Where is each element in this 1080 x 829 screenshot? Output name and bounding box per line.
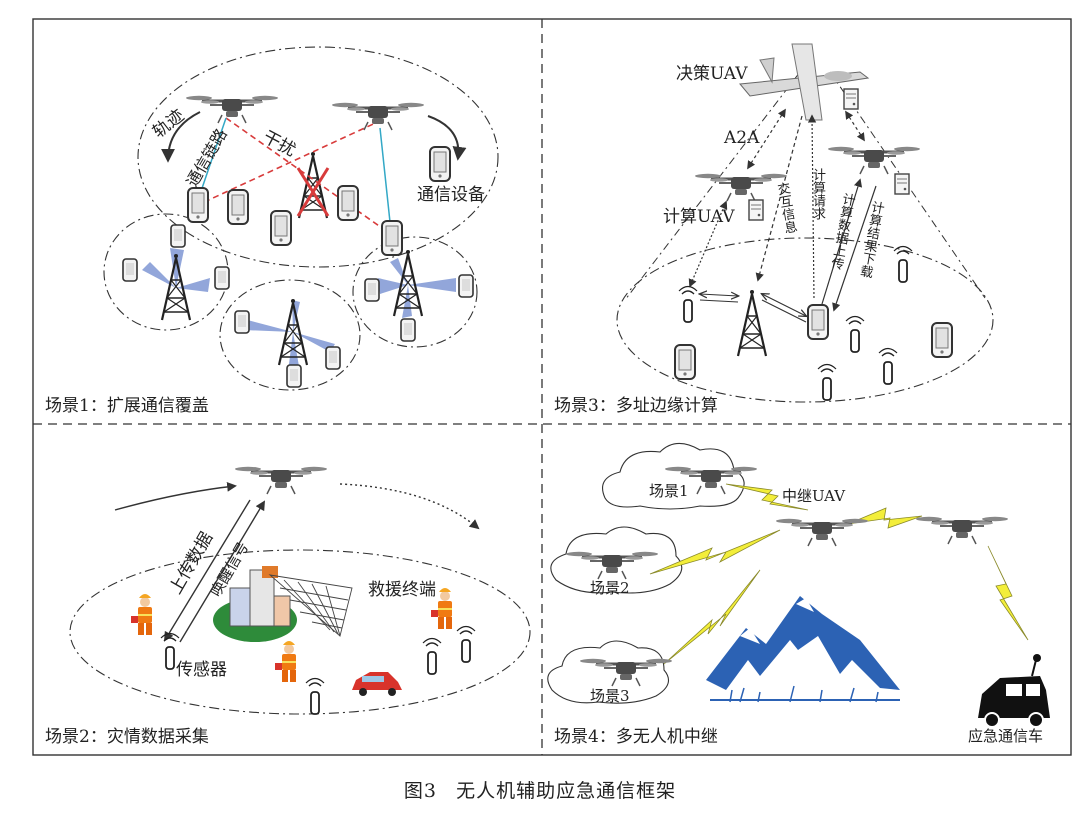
device-1 <box>187 187 209 223</box>
edge-coverage <box>616 237 994 403</box>
compute-uav-right <box>826 145 922 176</box>
mountains <box>706 596 900 703</box>
relay-uav-2 <box>914 515 1010 546</box>
interference-lines <box>199 117 383 229</box>
device-15 <box>400 318 416 342</box>
label-scene3: 场景3 <box>590 687 630 705</box>
panel-4-title: 场景4：多无人机中继 <box>554 727 718 747</box>
relay-uav-1 <box>774 517 870 548</box>
device-7 <box>170 224 186 248</box>
ground-link-2b <box>761 299 807 323</box>
drone-p1-left <box>184 94 280 125</box>
edge-device-3 <box>931 322 953 358</box>
device-3 <box>270 210 292 246</box>
result-download-arrow <box>832 185 877 312</box>
label-relay-uav: 中继UAV <box>782 487 846 505</box>
coverage-mesh <box>268 574 353 637</box>
ground-node-4 <box>878 347 898 385</box>
rescuer-1 <box>131 594 152 635</box>
figure-title: 无人机辅助应急通信框架 <box>456 780 677 802</box>
cloud-scene3 <box>547 640 670 704</box>
collection-area <box>69 549 531 715</box>
trajectory-arrow-right <box>427 115 467 161</box>
label-compute-uav: 计算UAV <box>663 207 735 227</box>
decision-server <box>843 88 859 110</box>
upload-data-arrow-up <box>179 500 266 643</box>
rescuer-2 <box>275 641 296 682</box>
panel-2 <box>69 465 531 715</box>
label-a2a: A2A <box>724 128 760 148</box>
panel-1 <box>103 46 499 391</box>
panel-2-title: 场景2：灾情数据采集 <box>45 727 209 747</box>
label-scene2: 场景2 <box>590 579 630 597</box>
panel-3 <box>616 43 994 403</box>
ground-node-1 <box>678 285 698 323</box>
emergency-vehicle <box>978 654 1050 728</box>
panel-3-title: 场景3：多址边缘计算 <box>554 396 718 416</box>
compute-server-right <box>894 173 910 195</box>
compute-uav-left <box>693 172 789 203</box>
coverage-cell-center <box>219 279 361 391</box>
label-decision-uav: 决策UAV <box>676 64 748 84</box>
coverage-ellipse-main <box>137 46 499 268</box>
rescue-car <box>352 672 402 696</box>
decision-uav <box>739 43 870 121</box>
drone-p2 <box>233 465 329 496</box>
device-5 <box>381 220 403 256</box>
disaster-building <box>213 566 297 642</box>
interaction-info-arrow <box>755 115 803 282</box>
panel-1-title: 场景1：扩展通信覆盖 <box>45 396 209 416</box>
device-6 <box>429 146 451 182</box>
a2a-link-right <box>845 110 865 142</box>
label-compute-request: 计算请求 <box>810 168 825 220</box>
ground-node-5 <box>817 363 837 401</box>
cone-right <box>829 71 986 299</box>
flight-path-in <box>114 481 237 511</box>
ground-link-1 <box>700 294 738 296</box>
panel-4 <box>547 442 1050 728</box>
outer-frame <box>32 18 1072 756</box>
device-12 <box>286 364 302 388</box>
device-13 <box>364 278 380 302</box>
figure-number: 图3 <box>403 780 438 802</box>
upload-data-arrow-down <box>163 499 251 642</box>
trajectory-arrow-left <box>161 111 201 163</box>
upload-compute-arrow <box>821 178 863 305</box>
drone-p1-right <box>330 101 426 132</box>
compute-server-left <box>748 199 764 221</box>
link-compute-ground <box>688 200 728 288</box>
ground-node-3 <box>845 315 865 353</box>
device-10 <box>234 310 250 334</box>
device-8 <box>122 258 138 282</box>
edge-device-2 <box>674 344 696 380</box>
cone-left <box>624 71 801 301</box>
ground-link-2 <box>762 294 806 316</box>
flight-path-out <box>339 483 480 530</box>
label-rescue-terminal: 救援终端 <box>368 580 436 600</box>
coverage-cell-right <box>352 236 478 348</box>
sensor-3 <box>422 637 442 675</box>
figure-caption: 图3 无人机辅助应急通信框架 <box>0 776 1080 803</box>
label-comm-device: 通信设备 <box>417 185 485 205</box>
label-emergency-vehicle: 应急通信车 <box>968 727 1044 745</box>
device-11 <box>325 346 341 370</box>
sensor-4 <box>456 625 476 663</box>
comm-link-left <box>197 117 227 201</box>
label-scene1: 场景1 <box>649 482 689 500</box>
edge-tower <box>736 288 768 358</box>
compute-request-arrow <box>807 114 817 301</box>
lightning-links <box>649 483 1029 665</box>
damaged-tower <box>296 150 330 220</box>
device-9 <box>214 266 230 290</box>
sensor-2 <box>305 677 325 715</box>
device-14 <box>458 274 474 298</box>
device-2 <box>227 189 249 225</box>
edge-device-1 <box>807 304 829 340</box>
label-sensor: 传感器 <box>176 660 227 680</box>
comm-link-right <box>379 127 391 223</box>
device-4 <box>337 185 359 221</box>
ground-link-1b <box>699 299 739 303</box>
